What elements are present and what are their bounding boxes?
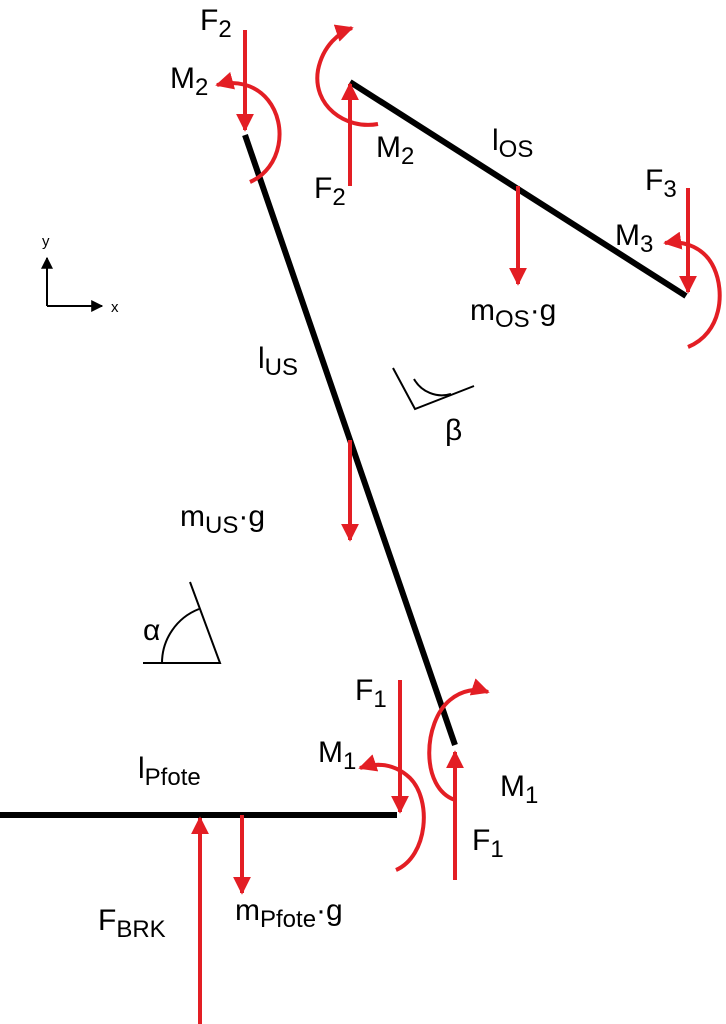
angle-beta-lines	[392, 367, 475, 411]
label-m2-us: M2	[170, 62, 208, 101]
moment-m1-us-arrow	[427, 678, 490, 802]
label-l-pfote: lPfote	[138, 752, 201, 791]
label-weight-us: mUS·g	[180, 500, 265, 539]
label-f1-pfote: F1	[355, 674, 387, 713]
y-axis-label: y	[42, 233, 50, 250]
label-beta: β	[445, 414, 462, 447]
coordinate-axes: y x	[41, 233, 119, 316]
x-axis-label: x	[111, 299, 119, 316]
label-f2-us: F2	[200, 4, 232, 43]
angle-beta-arc	[413, 378, 452, 397]
label-weight-pfote: mPfote·g	[235, 894, 343, 933]
angle-alpha: α	[143, 581, 222, 664]
label-m1-us: M1	[500, 770, 538, 809]
label-m3: M3	[615, 219, 653, 258]
label-f1-us: F1	[472, 824, 504, 863]
label-fbrk: FBRK	[98, 904, 166, 943]
label-weight-os: mOS·g	[470, 294, 556, 333]
moment-m1-pfote-arrow	[358, 754, 426, 872]
angle-alpha-lines	[143, 581, 222, 664]
label-f2-os: F2	[314, 172, 346, 211]
angle-alpha-arc	[161, 608, 200, 664]
label-m1-pfote: M1	[318, 736, 356, 775]
label-l-us: lUS	[258, 342, 298, 381]
label-l-os: lOS	[492, 124, 533, 163]
label-alpha: α	[143, 614, 160, 647]
moment-m2-os-arrow	[315, 24, 379, 127]
moment-m2-us-arrow	[215, 71, 282, 184]
label-m2-os: M2	[376, 131, 414, 170]
angle-beta: β	[392, 367, 475, 447]
moment-m3-arrow	[663, 231, 722, 349]
label-f3: F3	[645, 164, 677, 203]
